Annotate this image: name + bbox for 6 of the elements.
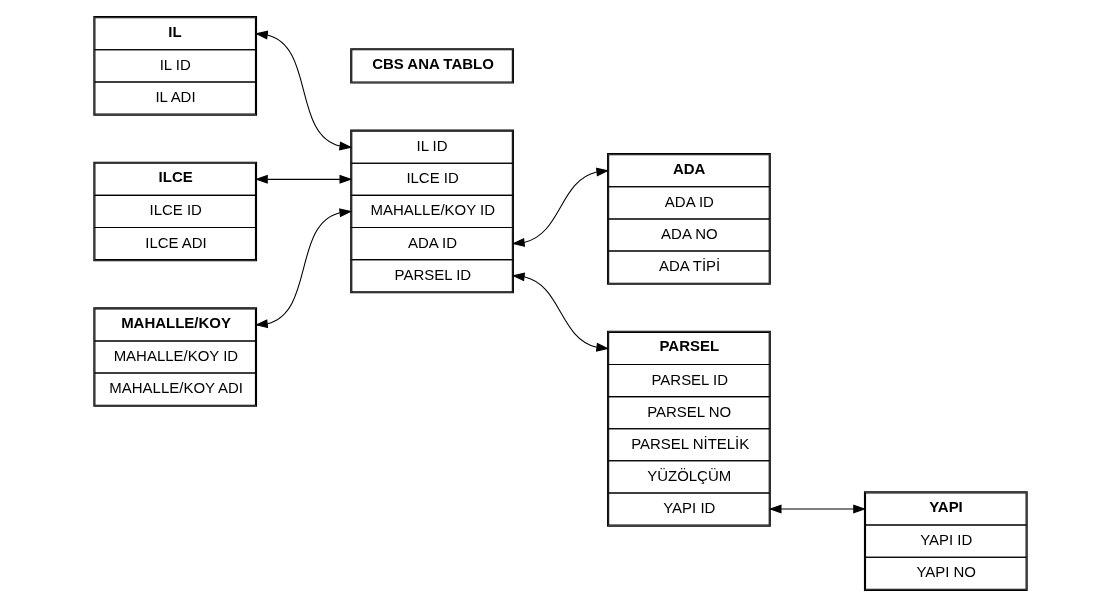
arrow	[511, 167, 609, 247]
arrow	[768, 504, 866, 514]
arrow	[254, 174, 352, 184]
arrow	[254, 30, 352, 151]
arrow	[511, 272, 609, 352]
arrow	[254, 208, 352, 329]
